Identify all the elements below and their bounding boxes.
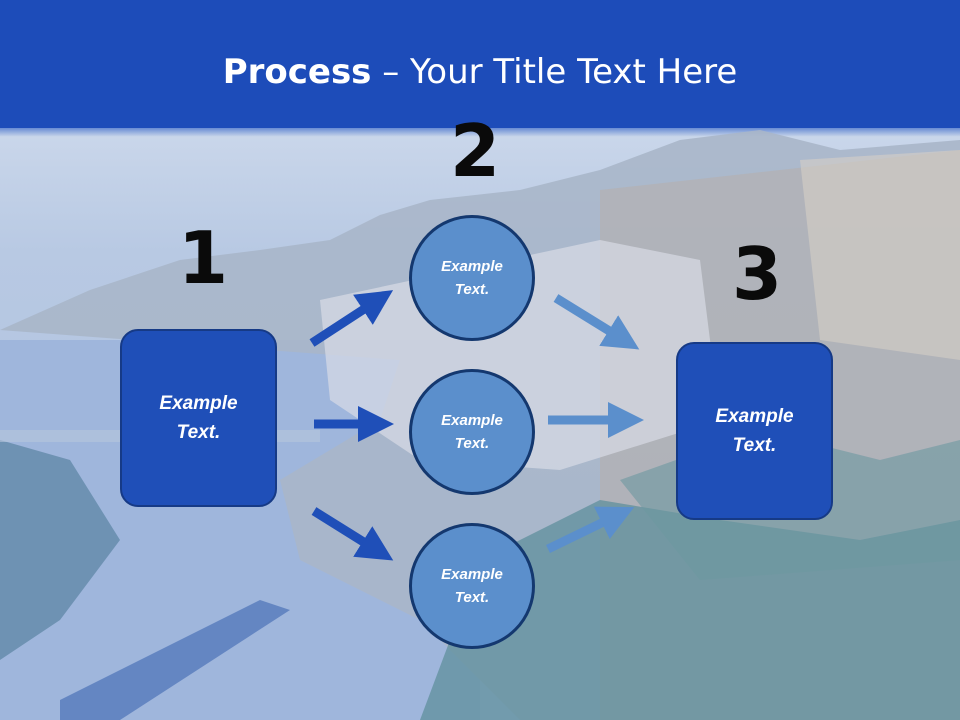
title-bold: Process [222,52,372,92]
step-3-text: Example Text. [715,406,794,456]
step-2-circle-bottom: Example Text. [409,523,535,649]
circle-top-text: Example Text. [441,258,503,298]
step-number-1: 1 [178,216,229,300]
page-title: Process – Your Title Text Here [0,52,960,92]
circle-middle-text: Example Text. [441,412,503,452]
arrow-top-to-right [553,294,640,350]
step-2-circle-top: Example Text. [409,215,535,341]
step-number-2: 2 [450,109,501,193]
arrow-left-to-bottom [311,507,394,561]
step-3-box: Example Text. [676,342,833,520]
title-rest: – Your Title Text Here [371,52,738,92]
step-1-box: Example Text. [120,329,277,507]
step-1-text: Example Text. [159,393,238,443]
circle-bottom-text: Example Text. [441,566,503,606]
arrow-left-to-top [309,290,394,347]
arrow-bottom-to-right [546,506,635,554]
step-number-3: 3 [732,232,783,316]
step-2-circle-middle: Example Text. [409,369,535,495]
